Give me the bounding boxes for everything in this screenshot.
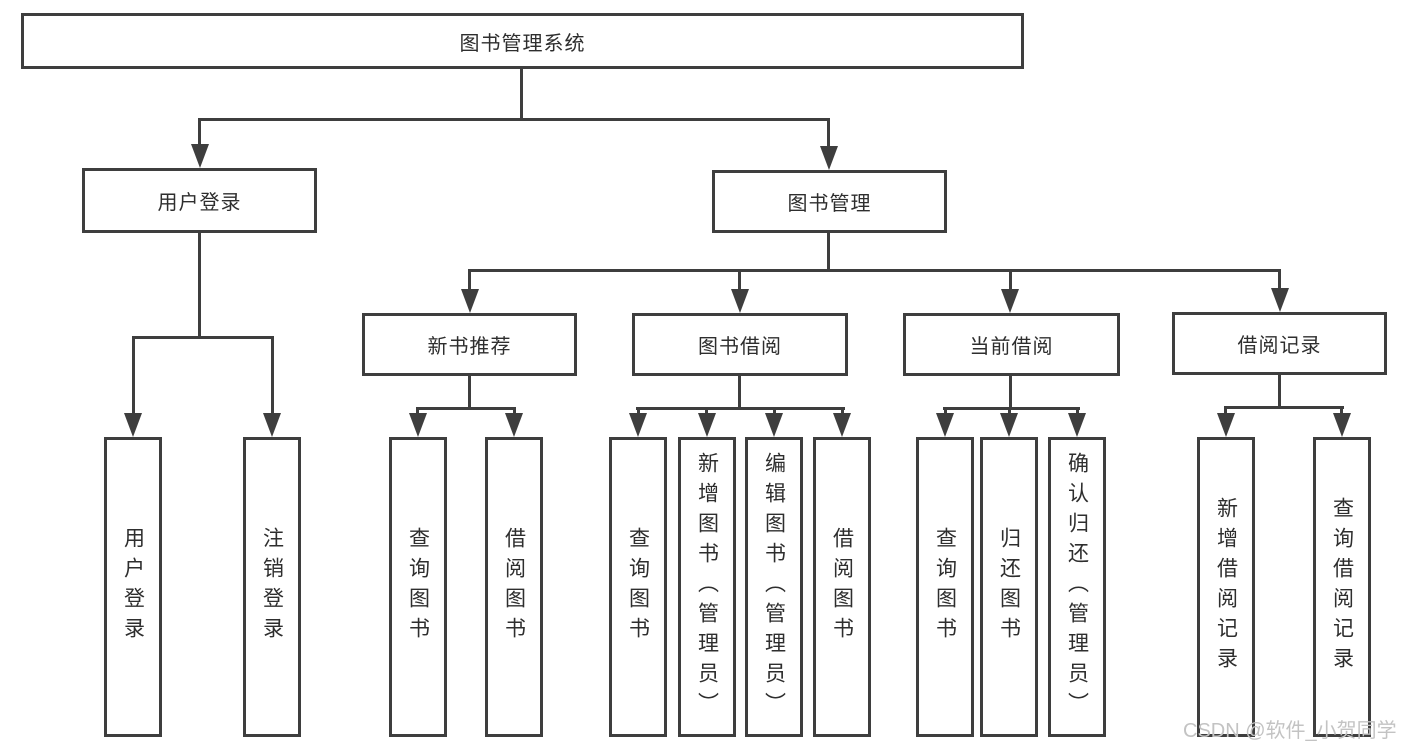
node-user-login-label: 用户登录 (157, 192, 242, 214)
arrow-e2 (1333, 413, 1351, 437)
connector-current-stem (1009, 376, 1012, 410)
leaf-current-query-books-label: 查询图书 (933, 527, 957, 647)
leaf-borrow-edit-books-admin: 编辑图书（管理员） (745, 437, 803, 737)
leaf-recommend-borrow-books: 借阅图书 (485, 437, 543, 737)
arrow-c1 (629, 413, 647, 437)
connector-stem-recommend (468, 269, 471, 293)
arrow-borrow (731, 289, 749, 313)
arrow-e1 (1217, 413, 1235, 437)
connector-stem-records (1278, 269, 1281, 293)
leaf-records-add-record-label: 新增借阅记录 (1214, 497, 1238, 677)
connector-management-hline (468, 269, 1281, 272)
arrow-d1 (936, 413, 954, 437)
connector-stem-current (1009, 269, 1012, 293)
leaf-current-confirm-return-admin-label: 确认归还（管理员） (1065, 452, 1089, 722)
connector-stem-leaf-user-login (132, 336, 135, 419)
leaf-borrow-borrow-books-label: 借阅图书 (830, 527, 854, 647)
node-new-book-recommend-label: 新书推荐 (427, 336, 512, 358)
leaf-logout: 注销登录 (243, 437, 301, 737)
arrow-b1 (409, 413, 427, 437)
connector-stem-borrow (738, 269, 741, 293)
node-book-management-label: 图书管理 (787, 193, 872, 215)
node-user-login: 用户登录 (82, 168, 317, 233)
leaf-records-query-record-label: 查询借阅记录 (1330, 497, 1354, 677)
arrow-c4 (833, 413, 851, 437)
arrow-records (1271, 288, 1289, 312)
leaf-current-query-books: 查询图书 (916, 437, 974, 737)
connector-user-hline (132, 336, 273, 339)
arrow-current (1001, 289, 1019, 313)
leaf-borrow-query-books-label: 查询图书 (626, 527, 650, 647)
arrow-book-management (820, 146, 838, 170)
connector-management-stem (827, 233, 830, 272)
node-borrow-records: 借阅记录 (1172, 312, 1387, 375)
arrow-d3 (1068, 413, 1086, 437)
connector-root-stem (520, 69, 523, 118)
arrow-c2 (698, 413, 716, 437)
leaf-records-add-record: 新增借阅记录 (1197, 437, 1255, 737)
leaf-recommend-query-books: 查询图书 (389, 437, 447, 737)
leaf-current-confirm-return-admin: 确认归还（管理员） (1048, 437, 1106, 737)
connector-records-stem (1278, 375, 1281, 408)
leaf-user-login: 用户登录 (104, 437, 162, 737)
connector-current-hline (943, 407, 1080, 410)
connector-borrow-stem (738, 376, 741, 410)
node-root: 图书管理系统 (21, 13, 1024, 69)
arrow-d2 (1000, 413, 1018, 437)
connector-user-stem (198, 233, 201, 338)
connector-recommend-stem (468, 376, 471, 410)
arrow-leaf-user-login (124, 413, 142, 437)
arrow-b2 (505, 413, 523, 437)
node-current-borrow-label: 当前借阅 (969, 336, 1054, 358)
node-book-borrow-label: 图书借阅 (698, 336, 782, 358)
leaf-logout-label: 注销登录 (260, 527, 284, 647)
arrow-leaf-logout (263, 413, 281, 437)
leaf-recommend-query-books-label: 查询图书 (406, 527, 430, 647)
connector-recommend-hline (416, 407, 516, 410)
leaf-borrow-query-books: 查询图书 (609, 437, 667, 737)
node-current-borrow: 当前借阅 (903, 313, 1120, 376)
connector-borrow-hline (636, 407, 845, 410)
connector-stem-book-management (827, 118, 830, 150)
connector-stem-e2 (1340, 406, 1343, 419)
connector-stem-leaf-logout (271, 336, 274, 419)
leaf-records-query-record: 查询借阅记录 (1313, 437, 1371, 737)
node-book-management: 图书管理 (712, 170, 947, 233)
connector-root-hline (198, 118, 830, 121)
node-root-label: 图书管理系统 (459, 32, 586, 55)
leaf-borrow-add-books-admin: 新增图书（管理员） (678, 437, 736, 737)
leaf-borrow-add-books-admin-label: 新增图书（管理员） (695, 452, 719, 722)
leaf-current-return-books: 归还图书 (980, 437, 1038, 737)
connector-stem-e1 (1224, 406, 1227, 419)
leaf-user-login-label: 用户登录 (121, 527, 145, 647)
node-book-borrow: 图书借阅 (632, 313, 848, 376)
leaf-recommend-borrow-books-label: 借阅图书 (502, 527, 526, 647)
leaf-current-return-books-label: 归还图书 (997, 527, 1021, 647)
watermark: CSDN @软件_小贺同学 (1183, 720, 1397, 742)
node-new-book-recommend: 新书推荐 (362, 313, 577, 376)
leaf-borrow-borrow-books: 借阅图书 (813, 437, 871, 737)
connector-records-hline (1224, 406, 1344, 409)
arrow-recommend (461, 289, 479, 313)
node-borrow-records-label: 借阅记录 (1237, 335, 1322, 357)
arrow-c3 (765, 413, 783, 437)
leaf-borrow-edit-books-admin-label: 编辑图书（管理员） (762, 452, 786, 722)
arrow-user-login (191, 144, 209, 168)
connector-stem-user-login (198, 118, 201, 148)
